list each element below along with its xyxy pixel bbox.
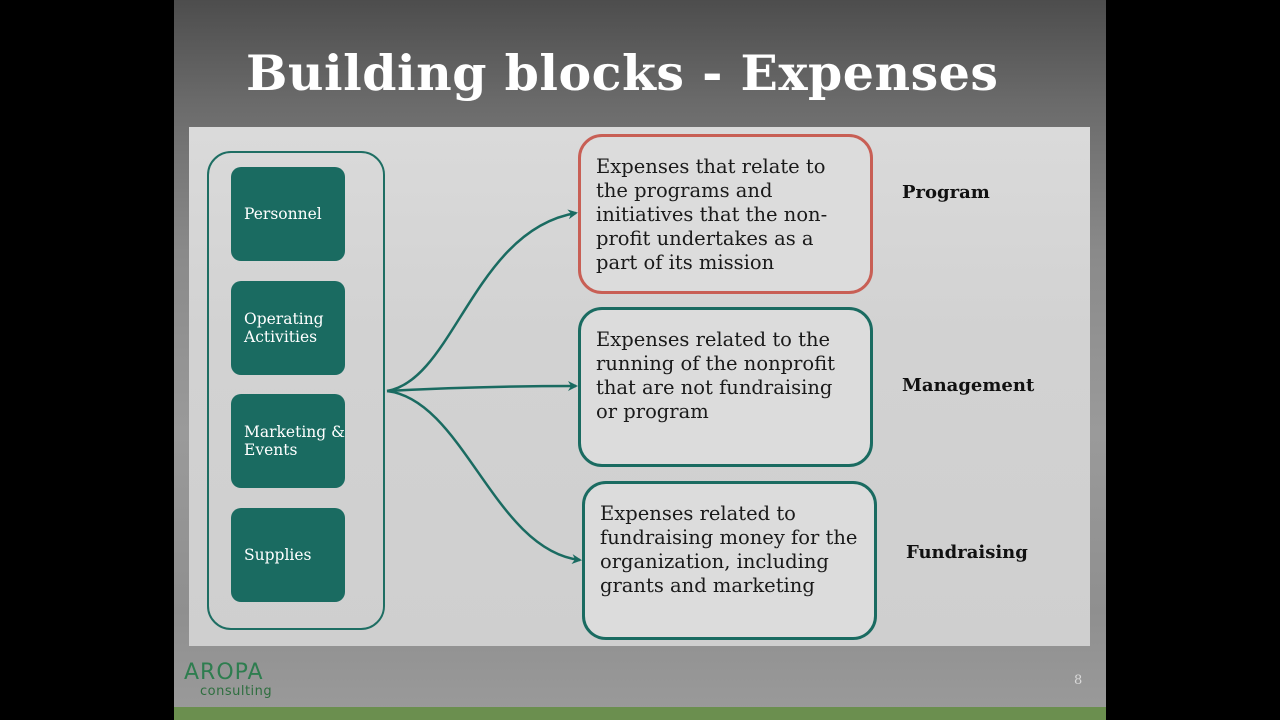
logo-sub-text: consulting xyxy=(200,684,273,699)
page-number: 8 xyxy=(1074,673,1083,688)
aropa-logo: AROPA consulting xyxy=(184,660,274,700)
fundraising-description-box: Expenses related to fundraising money fo… xyxy=(582,481,877,640)
arrow-to-management xyxy=(386,381,578,393)
slide-title: Building blocks - Expenses xyxy=(246,44,999,102)
category-label-program: Program xyxy=(902,182,990,203)
category-label-fundraising: Fundraising xyxy=(906,542,1028,563)
logo-main-text: AROPA xyxy=(184,660,264,685)
program-description-box: Expenses that relate to the programs and… xyxy=(578,134,873,294)
connector-arrows xyxy=(386,209,582,565)
expense-types-group xyxy=(207,151,385,630)
block-marketing-events: Marketing & Events xyxy=(231,394,345,488)
bottom-accent-bar xyxy=(174,707,1106,720)
block-operating-activities: Operating Activities xyxy=(231,281,345,375)
arrow-to-fundraising xyxy=(386,389,582,565)
arrow-to-program xyxy=(386,209,578,393)
slide: Building blocks - Expenses Personnel Ope… xyxy=(174,0,1106,720)
management-description-box: Expenses related to the running of the n… xyxy=(578,307,873,467)
category-label-management: Management xyxy=(902,375,1035,396)
block-supplies: Supplies xyxy=(231,508,345,602)
block-personnel: Personnel xyxy=(231,167,345,261)
